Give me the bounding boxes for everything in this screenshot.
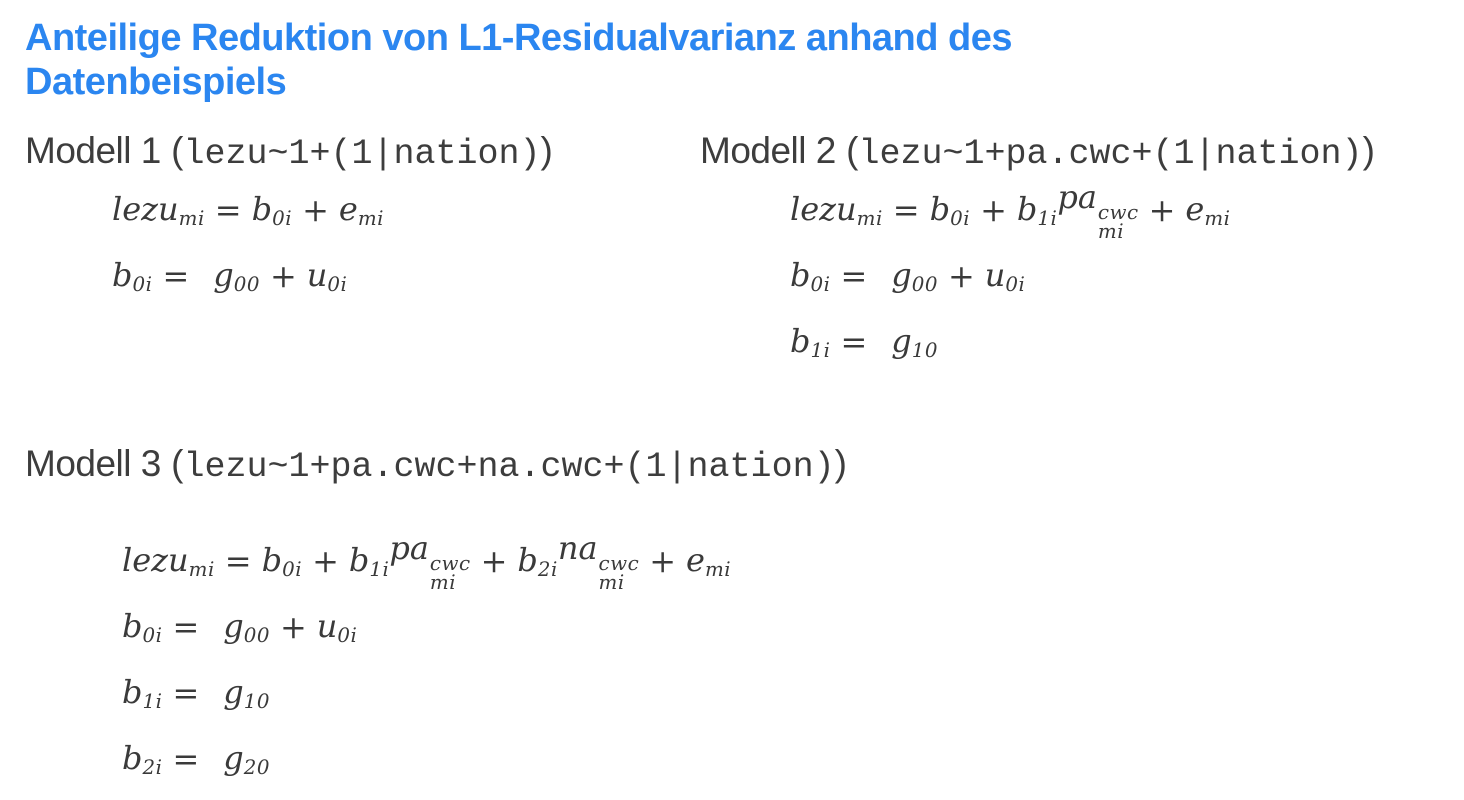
math-variable: g10 xyxy=(223,673,270,713)
model-2-formula-code: lezu~1+pa.cwc+(1|nation) xyxy=(858,134,1363,174)
math-operator: + xyxy=(302,191,329,229)
slide-title: Anteilige Reduktion von L1-Residualvaria… xyxy=(25,17,1013,104)
math-operator: = xyxy=(224,542,252,580)
math-variable: b1i xyxy=(122,673,163,713)
math-operator: + xyxy=(312,542,339,580)
math-operator: = xyxy=(172,674,200,712)
close-paren: ) xyxy=(834,443,847,484)
math-variable: emi xyxy=(1185,190,1231,230)
math-operator: + xyxy=(649,542,677,580)
math-operator: = xyxy=(840,257,868,295)
math-operator: = xyxy=(840,323,868,361)
math-variable: lezumi xyxy=(790,190,883,230)
math-operator: + xyxy=(279,608,307,646)
math-variable: g10 xyxy=(891,322,938,362)
math-variable: g00 xyxy=(891,256,938,296)
math-variable: b1i xyxy=(348,541,390,581)
model-3-label: Modell 3 xyxy=(25,443,161,484)
open-paren: ( xyxy=(160,130,184,171)
math-variable: b0i xyxy=(790,256,831,296)
model-1-formula-code: lezu~1+(1|nation) xyxy=(183,134,541,174)
math-variable: b2i xyxy=(517,541,558,581)
math-operator: + xyxy=(480,542,508,580)
equation-row: lezumi=b0i+emi xyxy=(112,177,384,243)
math-variable: b0i xyxy=(122,607,163,647)
math-operator: = xyxy=(892,191,920,229)
math-variable: b0i xyxy=(261,541,303,581)
close-paren: ) xyxy=(1362,130,1375,171)
math-variable: b0i xyxy=(929,190,971,230)
equation-row: b2i= g20 xyxy=(122,726,731,792)
math-variable: g00 xyxy=(223,607,270,647)
math-variable: emi xyxy=(686,541,732,581)
math-variable: u0i xyxy=(984,256,1026,296)
math-variable: u0i xyxy=(306,256,348,296)
open-paren: ( xyxy=(835,130,859,171)
equation-row: b0i= g00+u0i xyxy=(112,243,384,309)
model-3-header: Modell 3 (lezu~1+pa.cwc+na.cwc+(1|nation… xyxy=(25,443,847,487)
open-paren: ( xyxy=(160,443,184,484)
model-1-label: Modell 1 xyxy=(25,130,161,171)
math-operator: = xyxy=(214,191,242,229)
math-variable: b2i xyxy=(122,739,163,779)
math-operator: = xyxy=(172,608,200,646)
model-1-header: Modell 1 (lezu~1+(1|nation)) xyxy=(25,130,553,174)
math-variable: b1i xyxy=(1016,190,1058,230)
math-variable: b0i xyxy=(112,256,153,296)
math-operator: = xyxy=(172,740,200,778)
equation-row: b1i= g10 xyxy=(790,309,1230,375)
model-2-header: Modell 2 (lezu~1+pa.cwc+(1|nation)) xyxy=(700,130,1375,174)
math-variable: g20 xyxy=(223,739,270,779)
model-2-label: Modell 2 xyxy=(700,130,836,171)
math-variable: g00 xyxy=(213,256,260,296)
math-operator: + xyxy=(980,191,1007,229)
model-3-formula-code: lezu~1+pa.cwc+na.cwc+(1|nation) xyxy=(183,447,835,487)
math-variable: lezumi xyxy=(112,190,205,230)
math-operator: + xyxy=(269,257,297,295)
math-operator: + xyxy=(1148,191,1176,229)
math-variable: lezumi xyxy=(122,541,215,581)
math-variable: u0i xyxy=(316,607,358,647)
equation-row: b0i= g00+u0i xyxy=(122,594,731,660)
math-operator: + xyxy=(947,257,975,295)
math-variable: b1i xyxy=(790,322,831,362)
math-variable: b0i xyxy=(251,190,293,230)
math-variable: emi xyxy=(338,190,384,230)
equation-row: b0i= g00+u0i xyxy=(790,243,1230,309)
math-operator: = xyxy=(162,257,190,295)
equation-row: b1i= g10 xyxy=(122,660,731,726)
close-paren: ) xyxy=(540,130,553,171)
